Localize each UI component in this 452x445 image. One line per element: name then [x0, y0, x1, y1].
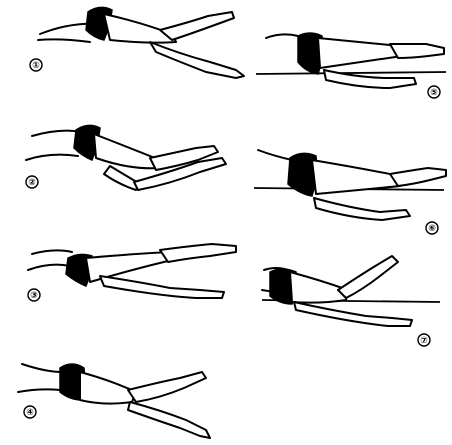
leg-upper [94, 134, 160, 168]
frame-1: ① [30, 7, 244, 78]
water-line [266, 34, 298, 38]
frame-number: ⑦ [420, 336, 428, 346]
leg-raised [338, 256, 398, 298]
frame-number: ④ [26, 408, 34, 418]
leg-bottom [294, 302, 412, 326]
frame-3: ③ [28, 244, 236, 301]
frame-number: ③ [30, 291, 38, 301]
leg-bottom [128, 402, 210, 438]
leg-bottom [314, 198, 410, 220]
water-surface [256, 72, 446, 74]
leg-top [128, 372, 206, 402]
water-line [18, 364, 62, 392]
leg-bottom [150, 42, 244, 78]
leg-top [390, 168, 446, 186]
frame-number: ⑤ [430, 88, 438, 98]
leg-upper [80, 372, 136, 404]
leg-upper [290, 272, 348, 303]
leg-upper [318, 38, 402, 68]
frame-7: ⑦ [262, 256, 440, 346]
leg-top [390, 44, 444, 58]
frame-2: ② [26, 125, 226, 190]
leg-bottom [104, 166, 140, 190]
leg-upper [86, 252, 172, 282]
frame-5: ⑤ [256, 33, 446, 98]
frame-4: ④ [18, 364, 210, 438]
leg-bottom [100, 276, 224, 298]
leg-top [160, 12, 234, 40]
frame-6: ⑥ [254, 150, 446, 234]
frame-number: ① [32, 61, 40, 71]
water-line [28, 250, 72, 270]
leg-top [160, 244, 236, 262]
water-line [258, 150, 292, 160]
frame-number: ② [28, 178, 36, 188]
frame-number: ⑥ [428, 224, 436, 234]
